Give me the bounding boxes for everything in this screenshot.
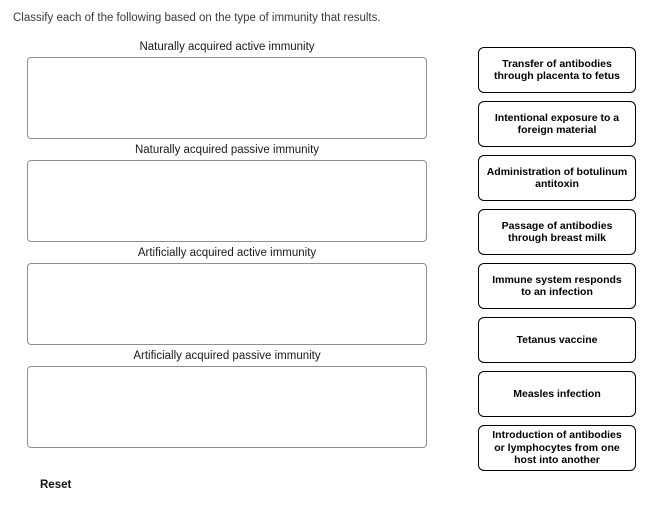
card-intentional-exposure[interactable]: Intentional exposure to a foreign materi… (478, 101, 636, 147)
dropzone-artificially-acquired-active[interactable] (27, 263, 427, 345)
card-breast-milk-antibodies[interactable]: Passage of antibodies through breast mil… (478, 209, 636, 255)
zone-group-naturally-passive: Naturally acquired passive immunity (27, 143, 427, 242)
card-antibody-lymphocyte-introduction[interactable]: Introduction of antibodies or lymphocyte… (478, 425, 636, 471)
card-measles-infection[interactable]: Measles infection (478, 371, 636, 417)
reset-button[interactable]: Reset (40, 479, 72, 491)
card-botulinum-antitoxin[interactable]: Administration of botulinum antitoxin (478, 155, 636, 201)
zone-label-naturally-active: Naturally acquired active immunity (139, 41, 315, 53)
card-placenta-antibody-transfer[interactable]: Transfer of antibodies through placenta … (478, 47, 636, 93)
card-immune-response-infection[interactable]: Immune system responds to an infection (478, 263, 636, 309)
zone-label-artificially-active: Artificially acquired active immunity (137, 247, 317, 259)
dropzone-artificially-acquired-passive[interactable] (27, 366, 427, 448)
dropzone-naturally-acquired-passive[interactable] (27, 160, 427, 242)
dropzone-naturally-acquired-active[interactable] (27, 57, 427, 139)
zone-group-artificially-active: Artificially acquired active immunity (27, 246, 427, 345)
question-prompt: Classify each of the following based on … (13, 12, 381, 24)
zone-group-naturally-active: Naturally acquired active immunity (27, 40, 427, 139)
zone-label-artificially-passive: Artificially acquired passive immunity (133, 350, 321, 362)
card-tetanus-vaccine[interactable]: Tetanus vaccine (478, 317, 636, 363)
zone-label-naturally-passive: Naturally acquired passive immunity (134, 144, 320, 156)
answer-cards-column: Transfer of antibodies through placenta … (478, 47, 636, 479)
drop-zones-column: Naturally acquired active immunity Natur… (27, 40, 427, 452)
zone-group-artificially-passive: Artificially acquired passive immunity (27, 349, 427, 448)
